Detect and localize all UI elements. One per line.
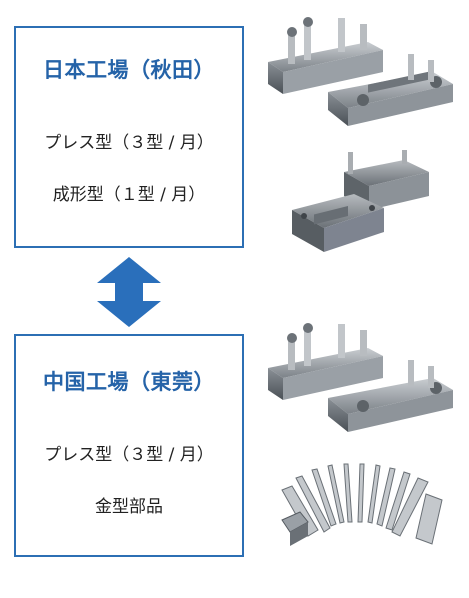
factory-title-dongguan: 中国工場（東莞） — [43, 370, 215, 394]
mold-components-icon — [281, 463, 443, 546]
product-press-die-akita: プレス型（３型 / 月） — [44, 133, 214, 153]
press-die-icon — [268, 17, 453, 126]
injection-mold-icon — [292, 150, 429, 252]
factory-box-akita: 日本工場（秋田） プレス型（３型 / 月） 成形型（１型 / 月） — [14, 26, 244, 248]
factory-title-akita: 日本工場（秋田） — [43, 58, 215, 82]
product-press-die-dongguan: プレス型（３型 / 月） — [44, 445, 214, 465]
double-arrow-icon — [97, 257, 161, 327]
product-die-parts-dongguan: 金型部品 — [95, 497, 163, 517]
product-molding-die-akita: 成形型（１型 / 月） — [52, 185, 206, 205]
press-die-icon — [268, 323, 453, 432]
factory-box-dongguan: 中国工場（東莞） プレス型（３型 / 月） 金型部品 — [14, 334, 244, 557]
